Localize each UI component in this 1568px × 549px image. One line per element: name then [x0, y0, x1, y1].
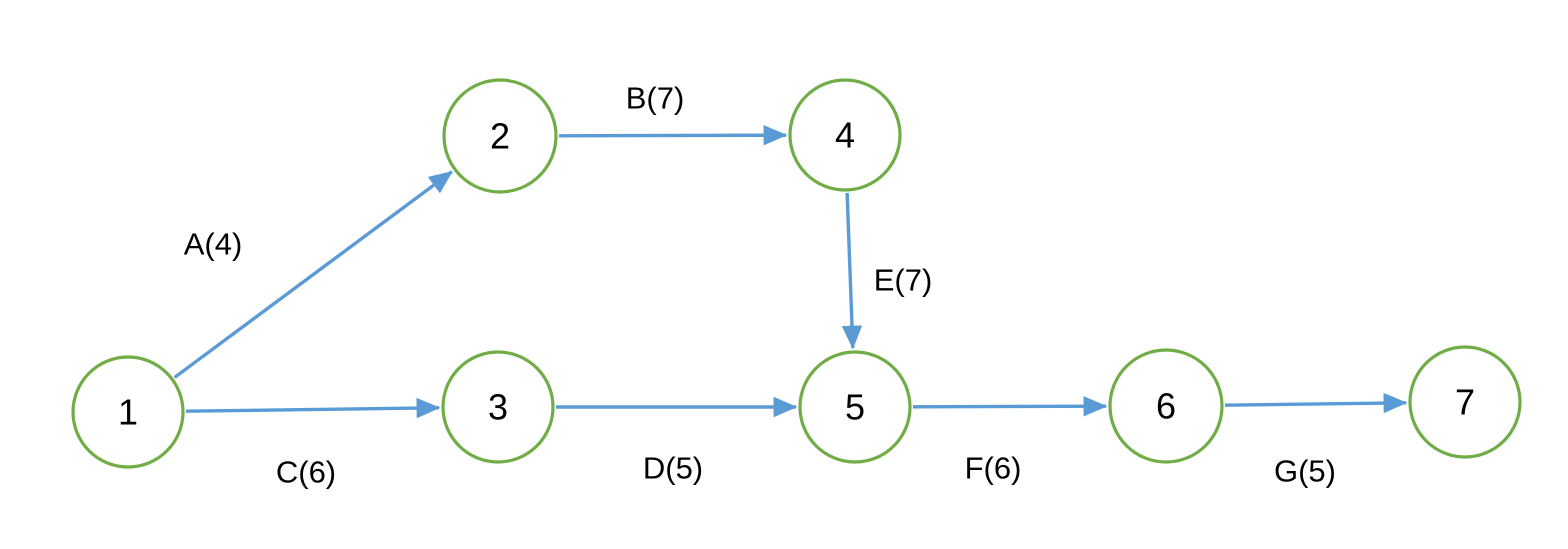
edge-arrow-1-3	[185, 397, 441, 419]
node-circle-1	[71, 355, 185, 469]
node-label-1: 1	[118, 392, 138, 433]
node-circle-4	[788, 78, 902, 192]
edge-label-1-3: C(6)	[276, 455, 336, 490]
edge-label-5-6: F(6)	[965, 451, 1022, 486]
node-7: 7	[1408, 345, 1522, 459]
edge-arrow-4-5	[841, 192, 863, 350]
node-label-2: 2	[490, 116, 510, 157]
node-4: 4	[788, 78, 902, 192]
edge-arrow-1-2	[173, 170, 453, 379]
node-3: 3	[441, 350, 555, 464]
edge-arrow-2-4	[558, 125, 788, 146]
node-circle-3	[441, 350, 555, 464]
edge-label-1-2: A(4)	[184, 227, 243, 262]
node-circle-2	[442, 78, 558, 194]
node-label-4: 4	[835, 115, 855, 156]
edge-label-3-5: D(5)	[643, 451, 703, 486]
node-circle-5	[798, 350, 912, 464]
node-2: 2	[442, 78, 558, 194]
node-5: 5	[798, 350, 912, 464]
node-1: 1	[71, 355, 185, 469]
edge-label-4-5: E(7)	[874, 263, 933, 298]
node-label-7: 7	[1455, 382, 1475, 423]
edge-arrow-5-6	[912, 396, 1108, 417]
edge-arrow-6-7	[1224, 392, 1408, 414]
node-label-3: 3	[488, 387, 508, 428]
node-label-6: 6	[1156, 386, 1176, 427]
node-label-5: 5	[845, 387, 865, 428]
edge-label-6-7: G(5)	[1274, 454, 1336, 489]
node-6: 6	[1108, 348, 1224, 464]
edge-label-2-4: B(7)	[626, 81, 685, 116]
node-circle-7	[1408, 345, 1522, 459]
node-circle-6	[1108, 348, 1224, 464]
